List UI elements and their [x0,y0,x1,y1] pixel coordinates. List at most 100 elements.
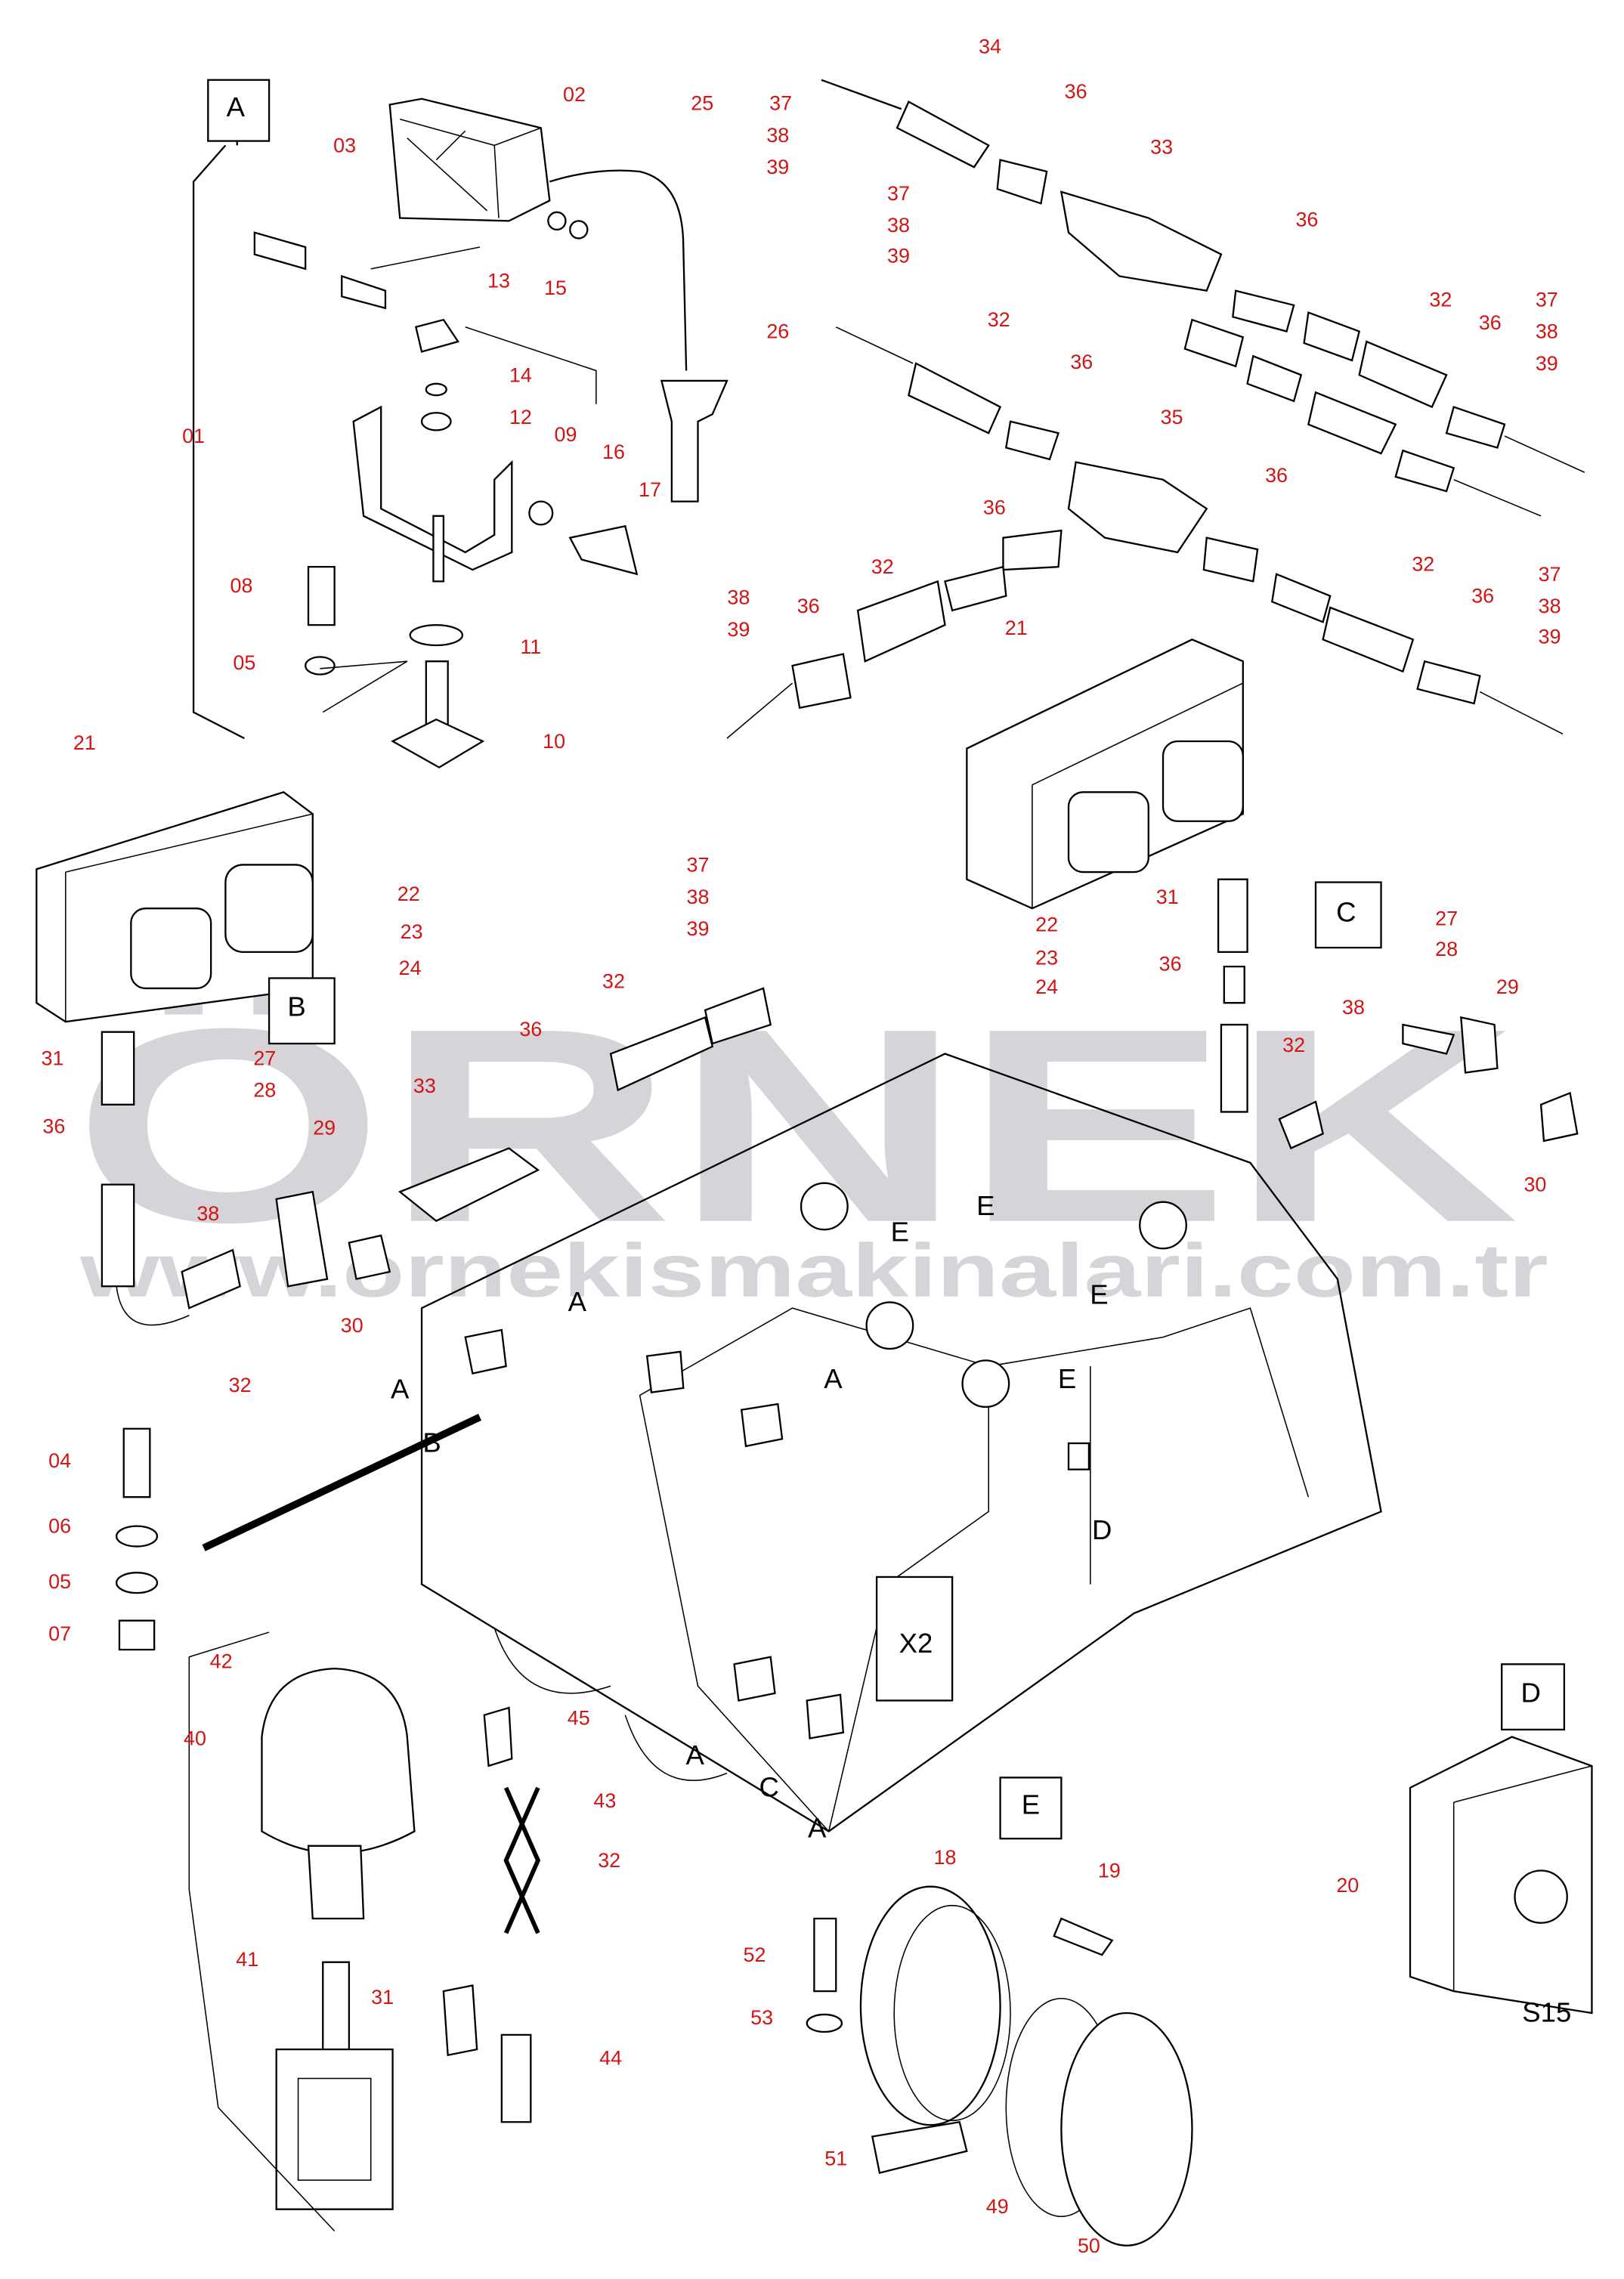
junction-box-left [36,791,336,1045]
cable-harness-upper [726,79,1585,739]
detail-box-b: B [287,991,305,1022]
callout-number: 05 [48,1570,71,1593]
callout-number: 32 [598,1849,620,1872]
callout-number: 23 [1035,947,1058,969]
callout-number: 33 [413,1075,436,1097]
x2-label: X2 [899,1628,933,1659]
callout-number: 22 [397,883,420,905]
callout-number: 38 [687,886,710,908]
callout-number: 18 [934,1846,957,1869]
callout-number: 38 [1539,595,1561,617]
callout-number: 21 [1005,617,1028,639]
callout-number: 37 [769,92,792,115]
callout-number: 42 [210,1650,233,1673]
callout-number: 31 [1156,886,1179,908]
callout-number: 39 [1536,352,1558,375]
callout-number: 36 [1265,464,1288,487]
callout-number: 34 [979,36,1001,58]
callout-number: 27 [253,1047,276,1069]
callout-number: 09 [555,423,577,446]
arrow-reference-letter: A [808,1812,827,1843]
detail-box-c: C [1336,897,1356,928]
callout-number: 44 [599,2047,622,2070]
callout-number: 36 [42,1115,65,1138]
arrow-reference-letter: A [568,1286,587,1317]
callout-number: 02 [563,83,586,106]
callout-number: 32 [1412,552,1434,575]
callout-number: 36 [1471,585,1494,608]
detail-box-e: E [1022,1789,1040,1820]
detail-box-d: D [1520,1677,1540,1708]
arrow-reference-letter: E [1090,1279,1108,1310]
callout-number: 40 [184,1727,206,1750]
callout-number: 17 [639,478,661,501]
arrow-reference-letter: A [685,1739,704,1770]
callout-number: 36 [519,1018,542,1041]
callout-number: 32 [602,969,625,992]
callout-number: 32 [988,308,1010,331]
arrow-reference-letter: E [976,1190,995,1221]
work-lamp-assembly [192,79,728,768]
callout-number: 49 [986,2195,1009,2218]
callout-number: 36 [1070,351,1093,373]
beacon-and-fasteners [115,1427,541,2232]
callout-number: 53 [750,2006,773,2029]
callout-number: 36 [1159,952,1182,975]
callout-number: 25 [691,92,713,115]
junction-box-right [966,639,1579,1150]
callout-number: 52 [744,1943,766,1966]
callout-number: 26 [766,320,789,343]
arrow-reference-letter: A [391,1373,410,1404]
arrow-reference-letter: E [891,1217,909,1248]
callout-number: 19 [1098,1860,1121,1882]
callout-number: 36 [1065,80,1087,103]
detail-d-e-parts [806,1663,1593,2247]
s15-label: S15 [1522,1997,1571,2028]
callout-number: 15 [544,277,567,299]
callout-number: 37 [887,182,910,205]
callout-number: 32 [1429,288,1452,311]
callout-number: 33 [1150,135,1173,158]
callout-number: 36 [797,595,820,617]
callout-number: 03 [333,134,356,156]
callout-number: 37 [1536,288,1558,311]
callout-number: 45 [568,1707,590,1730]
callout-number: 36 [1295,208,1318,230]
callout-number: 06 [48,1515,71,1538]
callout-number: 39 [1539,626,1561,648]
callout-number: 32 [871,555,894,578]
callout-number: 36 [983,496,1006,518]
callout-number: 37 [1539,563,1561,586]
callout-number: 30 [341,1314,363,1337]
callout-number: 23 [401,920,423,943]
callout-number: 39 [766,156,789,178]
callout-number: 28 [253,1079,276,1102]
arrow-reference-letter: E [1058,1363,1076,1394]
callout-number: 38 [887,214,910,237]
callout-number: 31 [371,1986,394,2008]
callout-number: 38 [727,586,750,609]
callout-number: 28 [1435,938,1458,960]
callout-number: 22 [1035,913,1058,935]
callout-number: 39 [727,618,750,641]
callout-number: 10 [543,730,565,753]
callout-number: 39 [887,245,910,267]
callout-number: 24 [1035,976,1058,998]
callout-number: 07 [48,1622,71,1645]
callout-number: 36 [1479,311,1502,334]
callout-number: 29 [313,1117,336,1140]
callout-number: 38 [196,1202,219,1225]
callout-number: 38 [766,124,789,147]
callout-number: 38 [1342,996,1365,1019]
callout-number: 30 [1523,1174,1546,1196]
callout-number: 08 [230,574,253,597]
callout-number: 12 [509,406,532,428]
callout-number: 41 [236,1948,258,1971]
callout-number: 14 [509,363,532,386]
machine-body [202,1053,1382,1832]
callout-number: 20 [1336,1874,1359,1897]
callout-number: 32 [1282,1034,1305,1056]
callout-number: 04 [48,1449,71,1472]
callout-number: 43 [593,1789,616,1812]
